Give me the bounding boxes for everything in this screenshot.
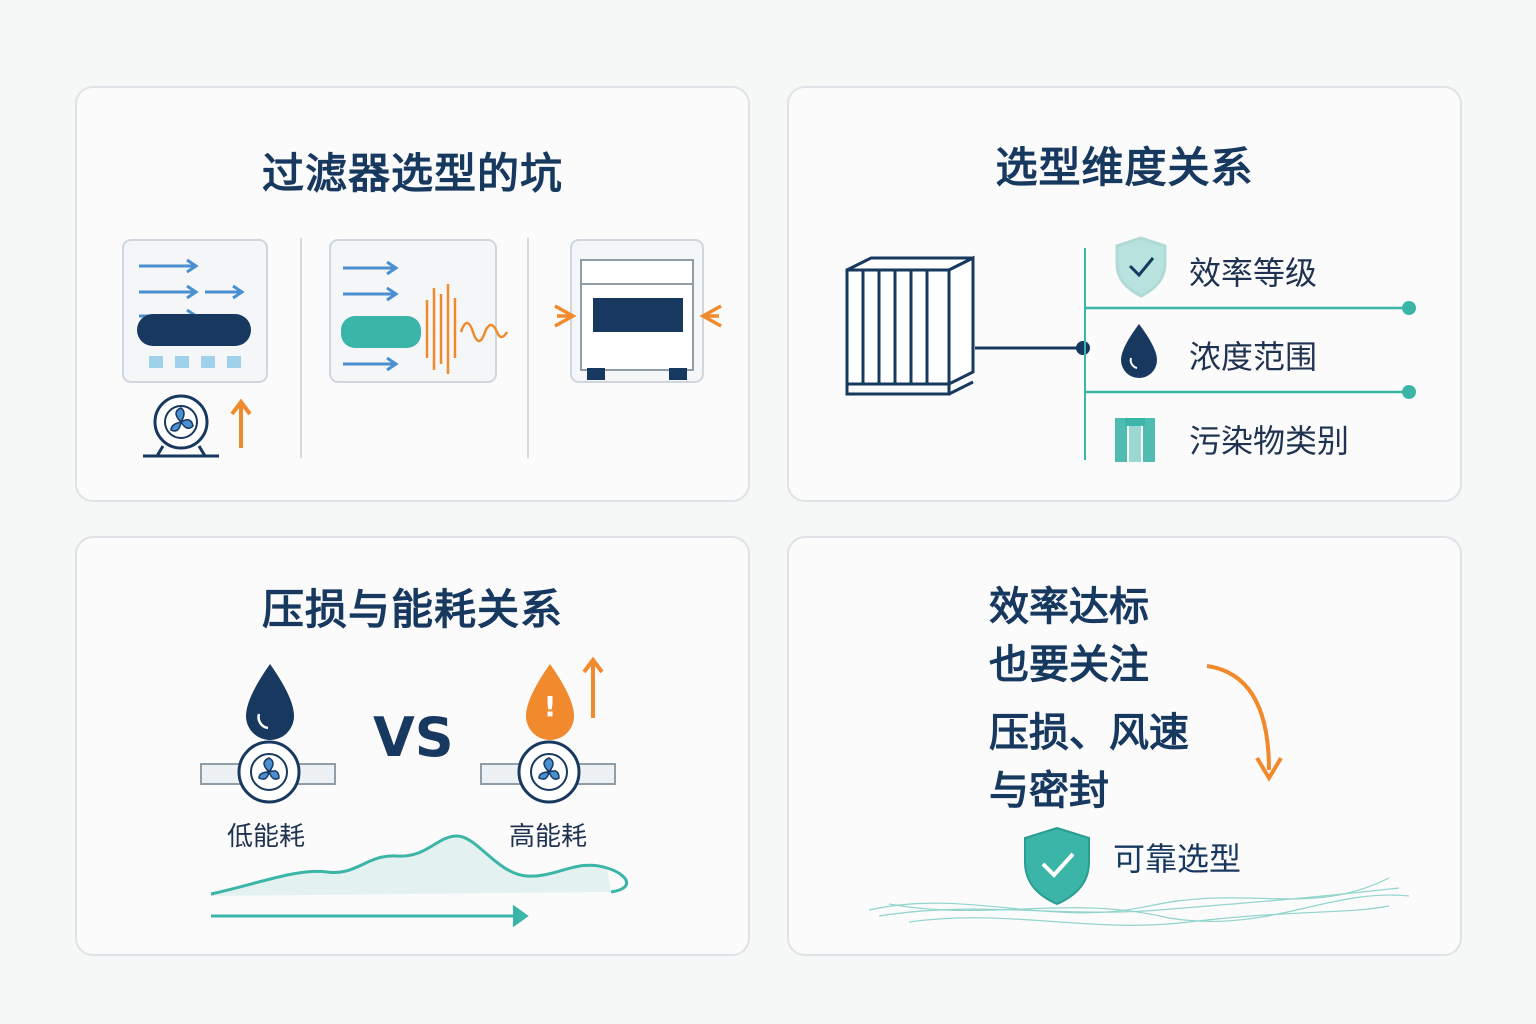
- filter-pitfalls-illustration: [122, 238, 722, 458]
- summary-line-4: 与密封: [989, 768, 1109, 814]
- dimension-label-efficiency: 效率等级: [1189, 254, 1318, 292]
- pressure-energy-panel: 压损与能耗关系: [75, 536, 750, 956]
- fan-icon: [143, 394, 219, 458]
- vs-label: VS: [373, 706, 454, 769]
- fan-pipe-icon-high: [480, 740, 616, 804]
- low-energy-label: 低能耗: [227, 822, 306, 852]
- arrow-up-icon: [230, 398, 252, 448]
- filter-unit-icon: [845, 255, 975, 396]
- vibration-filter-icon: [329, 239, 509, 383]
- reliable-selection-label: 可靠选型: [1113, 840, 1242, 878]
- shield-check-icon: [1115, 236, 1167, 298]
- panel-title: 选型维度关系: [995, 143, 1254, 192]
- dimension-label-concentration: 浓度范围: [1189, 338, 1318, 376]
- decorative-waves: [868, 877, 1410, 926]
- warning-drop-icon: [526, 664, 574, 740]
- alert-mark: !: [543, 690, 557, 723]
- shield-check-icon: [1024, 826, 1090, 906]
- dimensions-diagram: [845, 236, 1416, 462]
- curved-arrow-icon: [1206, 664, 1283, 782]
- dimensions-panel: 选型维度关系: [787, 86, 1462, 502]
- panel-title: 压损与能耗关系: [261, 585, 563, 634]
- seal-leak-icon: [554, 239, 722, 383]
- fan-pipe-icon-low: [200, 740, 336, 804]
- water-drop-icon: [246, 664, 294, 740]
- panel-title: 过滤器选型的坑: [261, 149, 563, 198]
- separator-node: [1402, 385, 1416, 399]
- summary-line-3: 压损、风速: [989, 710, 1189, 756]
- airflow-filter-icon: [122, 239, 268, 383]
- particle-bars-icon: [1115, 418, 1155, 462]
- summary-panel: 效率达标 也要关注 压损、风速 与密封 可靠选型: [787, 536, 1462, 956]
- separator-node: [1402, 301, 1416, 315]
- dimension-label-pollutant: 污染物类别: [1189, 422, 1350, 460]
- high-energy-label: 高能耗: [509, 822, 588, 852]
- connector-node: [1076, 341, 1090, 355]
- summary-line-1: 效率达标: [989, 584, 1149, 630]
- arrow-up-icon: [582, 656, 604, 718]
- summary-illustration: [868, 664, 1410, 926]
- water-drop-icon: [1121, 324, 1157, 378]
- filter-pitfalls-panel: 过滤器选型的坑: [75, 86, 750, 502]
- summary-line-2: 也要关注: [989, 642, 1149, 688]
- energy-wave: [210, 834, 629, 927]
- pressure-energy-illustration: [200, 656, 629, 927]
